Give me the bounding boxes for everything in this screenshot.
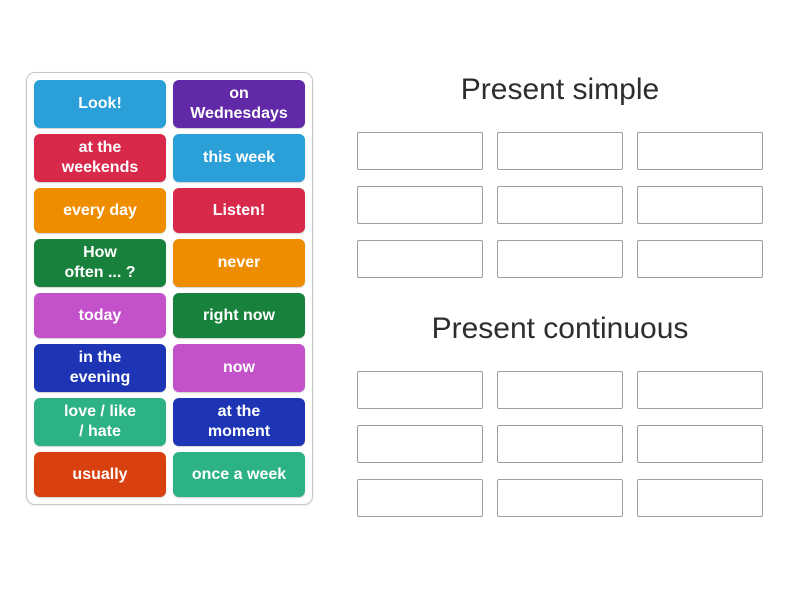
group-present-continuous: Present continuous	[357, 311, 763, 517]
word-tile[interactable]: right now	[173, 293, 305, 338]
word-tile[interactable]: Listen!	[173, 188, 305, 233]
word-tile[interactable]: never	[173, 239, 305, 287]
drop-slot[interactable]	[357, 371, 483, 409]
drop-slot[interactable]	[637, 479, 763, 517]
drop-slot[interactable]	[497, 479, 623, 517]
drop-slot[interactable]	[497, 425, 623, 463]
drop-slot[interactable]	[497, 240, 623, 278]
word-tile[interactable]: usually	[34, 452, 166, 497]
group-present-simple: Present simple	[357, 72, 763, 278]
word-tile[interactable]: in the evening	[34, 344, 166, 392]
word-tile[interactable]: at the moment	[173, 398, 305, 446]
drop-slot-grid	[357, 132, 763, 278]
drop-slot[interactable]	[497, 186, 623, 224]
word-tile[interactable]: love / like / hate	[34, 398, 166, 446]
word-tile[interactable]: once a week	[173, 452, 305, 497]
drop-slot[interactable]	[497, 132, 623, 170]
word-tile[interactable]: now	[173, 344, 305, 392]
drop-slot[interactable]	[637, 371, 763, 409]
drop-slot[interactable]	[357, 186, 483, 224]
drop-slot[interactable]	[357, 425, 483, 463]
word-tile[interactable]: today	[34, 293, 166, 338]
drop-slot[interactable]	[637, 186, 763, 224]
word-tile[interactable]: this week	[173, 134, 305, 182]
group-title-present-simple: Present simple	[460, 73, 660, 106]
word-tile[interactable]: on Wednesdays	[173, 80, 305, 128]
word-tile[interactable]: How often ... ?	[34, 239, 166, 287]
word-tile[interactable]: every day	[34, 188, 166, 233]
group-title-present-continuous: Present continuous	[431, 312, 689, 345]
drop-slot[interactable]	[637, 132, 763, 170]
drop-slot[interactable]	[497, 371, 623, 409]
drop-slot[interactable]	[357, 479, 483, 517]
groups-area: Present simple Present continuous	[357, 72, 763, 517]
drop-slot[interactable]	[357, 132, 483, 170]
drop-slot[interactable]	[637, 240, 763, 278]
drop-slot[interactable]	[637, 425, 763, 463]
word-tile[interactable]: Look!	[34, 80, 166, 128]
drop-slot-grid	[357, 371, 763, 517]
drop-slot[interactable]	[357, 240, 483, 278]
word-tile[interactable]: at the weekends	[34, 134, 166, 182]
